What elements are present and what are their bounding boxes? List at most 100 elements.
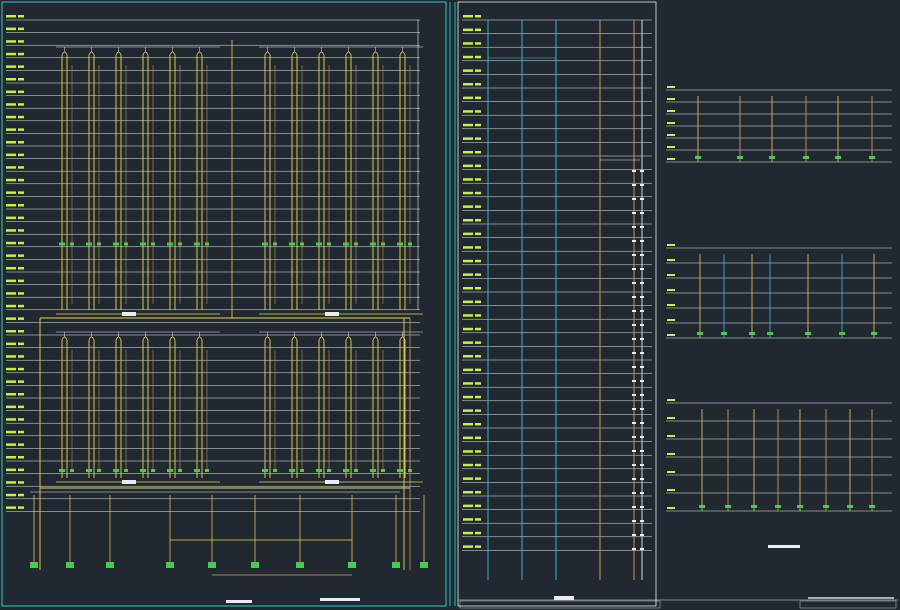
pump-icon [106,562,114,568]
floor-label-mark [667,435,675,437]
floor-elevation-mark [18,128,24,131]
floor-label-mark [463,259,473,263]
floor-label-mark [6,103,16,106]
floor-lines-center [462,15,652,551]
floor-elevation-mark [475,491,481,494]
water-tank-icon [226,600,252,603]
gate-valve-icon [640,352,644,354]
floor-label-mark [6,292,16,295]
pump-icon [392,562,400,568]
floor-label-mark [667,134,675,136]
gate-valve-icon [640,394,644,396]
floor-label-mark [463,504,473,508]
floor-label-mark [463,300,473,304]
floor-label-mark [6,279,16,283]
gate-valve-icon [140,469,146,472]
floor-label-mark [463,409,473,412]
gate-valve-icon [632,506,636,508]
floor-label-mark [463,191,473,195]
gate-valve-icon [823,505,829,508]
floor-label-mark [463,28,473,32]
gate-valve-icon [640,478,644,480]
floor-label-mark [463,545,473,548]
gate-valve-icon [632,394,636,396]
floor-label-mark [667,319,675,321]
floor-label-mark [6,254,16,257]
gate-valve-icon [370,242,376,246]
floor-label-mark [6,178,16,182]
floor-label-mark [463,42,473,45]
detail-diagrams-right [666,86,892,548]
gate-valve-icon [751,505,757,508]
water-tank-icon [320,598,360,601]
floor-label-mark [463,314,473,317]
floor-label-mark [463,423,473,426]
floor-elevation-mark [475,178,481,181]
floor-elevation-mark [475,504,481,508]
floor-elevation-mark [18,90,24,94]
floor-label-mark [463,327,473,331]
floor-elevation-mark [18,342,24,346]
floor-label-mark [6,493,16,497]
gate-valve-icon [632,380,636,382]
floor-elevation-mark [18,52,24,56]
floor-elevation-mark [475,450,481,453]
gate-valve-icon [113,469,119,472]
gate-valve-icon [640,450,644,452]
gate-valve-icon [343,469,349,472]
floor-label-mark [6,241,16,245]
floor-elevation-mark [475,327,481,331]
sheet-frame-center [457,1,657,607]
floor-elevation-mark [18,418,24,421]
gate-valve-icon [640,436,644,438]
gate-valve-icon [632,492,636,494]
floor-label-mark [6,481,16,484]
gate-valve-icon [632,436,636,438]
gate-valve-icon [775,505,781,508]
floor-elevation-mark [475,15,481,18]
floor-elevation-mark [18,40,24,43]
gate-valve-icon [847,505,853,508]
pump-icon [166,562,174,568]
gate-valve-icon [632,352,636,354]
floor-label-mark [667,417,675,419]
floor-elevation-mark [475,259,481,263]
floor-label-mark [6,443,16,446]
floor-label-mark [667,122,675,124]
pump-icon [420,562,428,568]
floor-label-mark [463,477,473,480]
floor-elevation-mark [475,531,481,535]
pump-icon [251,562,259,568]
floor-elevation-mark [18,178,24,182]
floor-elevation-mark [475,300,481,304]
gate-valve-icon [640,506,644,508]
floor-label-mark [667,289,675,291]
floor-label-mark [463,246,473,249]
floor-label-mark [6,128,16,131]
floor-label-mark [463,96,473,100]
floor-elevation-mark [475,273,481,276]
gate-valve-icon [725,505,731,508]
gate-valve-icon [640,422,644,424]
floor-label-mark [463,69,473,72]
gate-valve-icon [632,184,636,186]
gate-valve-icon [803,156,809,159]
floor-label-mark [6,78,16,81]
check-valve-icon [122,312,136,316]
gate-valve-icon [737,156,743,159]
floor-label-mark [6,393,16,396]
gate-valve-icon [699,505,705,508]
floor-label-mark [463,463,473,467]
gate-valve-icon [59,242,65,246]
gate-valve-icon [640,520,644,522]
floor-label-mark [6,229,16,232]
gate-valve-icon [640,534,644,536]
floor-elevation-mark [475,423,481,426]
gate-valve-icon [632,226,636,228]
floor-label-mark [463,123,473,127]
gate-valve-icon [632,534,636,536]
floor-label-mark [463,83,473,86]
floor-elevation-mark [18,191,24,194]
floor-label-mark [6,430,16,434]
gate-valve-icon [632,310,636,312]
